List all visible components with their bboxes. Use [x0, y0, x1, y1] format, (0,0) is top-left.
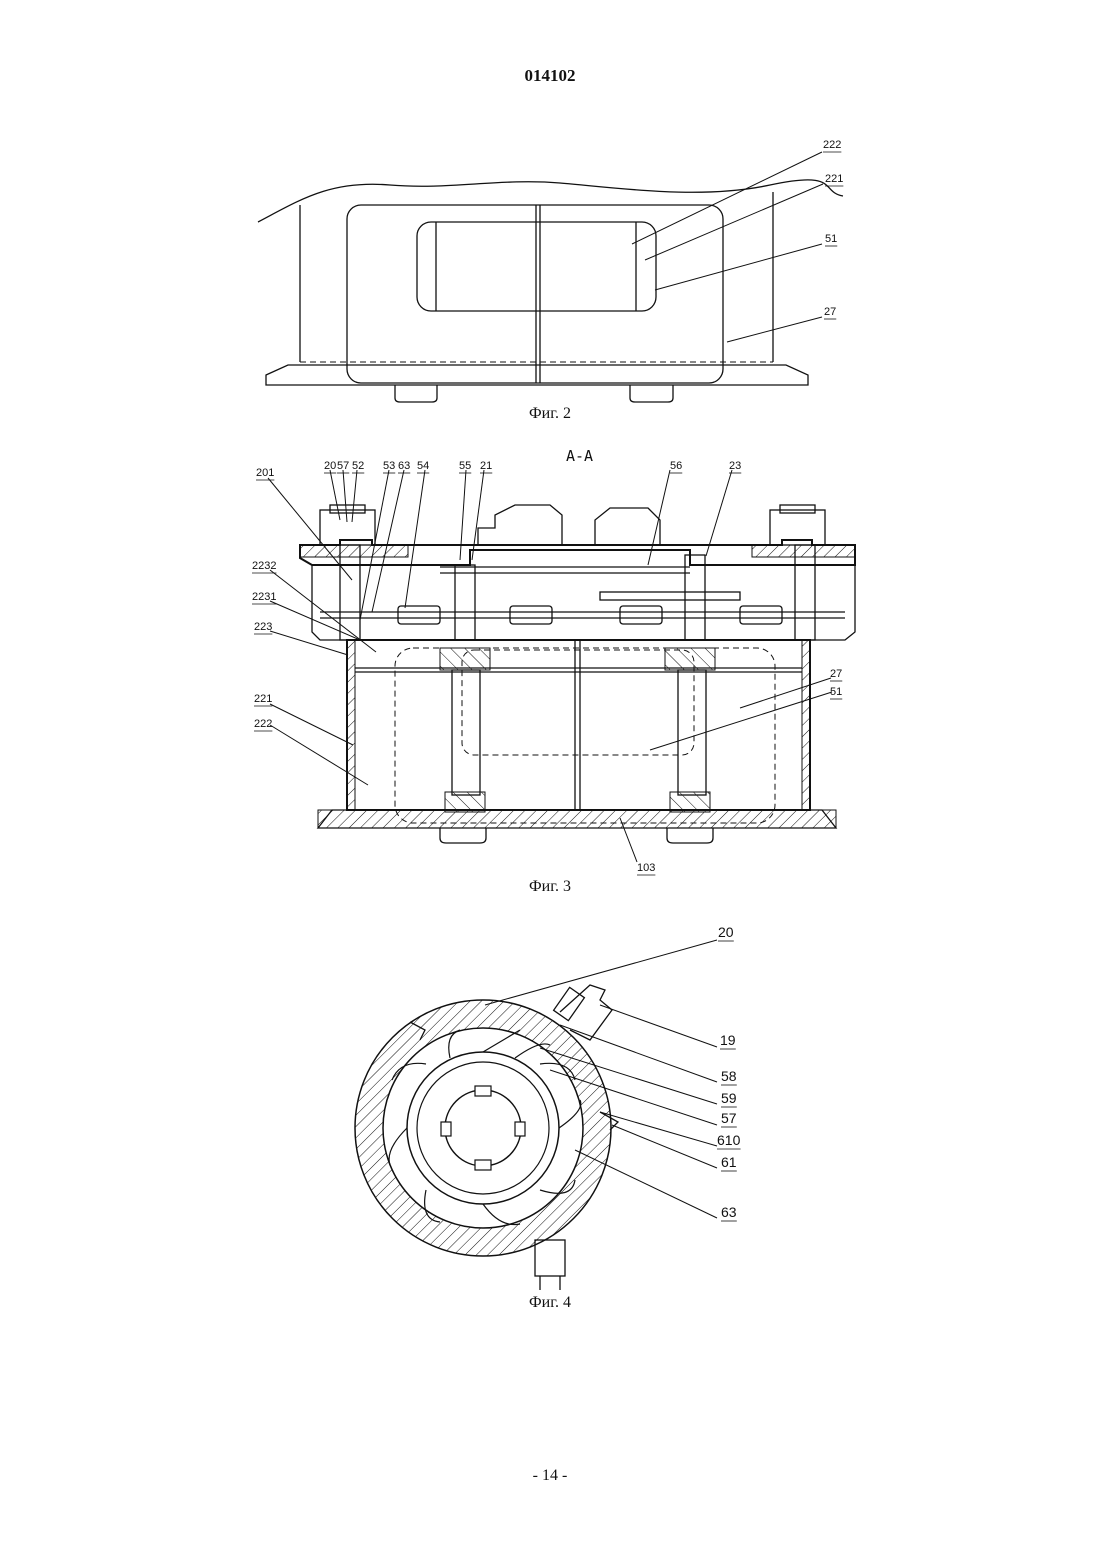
- label: 221: [254, 693, 272, 705]
- label: 21: [480, 460, 492, 472]
- label: 56: [670, 460, 682, 472]
- label: 53: [383, 460, 395, 472]
- page-number: - 14 -: [0, 1467, 1100, 1485]
- label: 103: [637, 862, 655, 874]
- figure-3-caption: Фиг. 3: [0, 878, 1100, 896]
- label: 63: [721, 1204, 737, 1220]
- label: 2232: [252, 560, 276, 572]
- label: 20: [718, 924, 734, 940]
- label: 55: [459, 460, 471, 472]
- label: 57: [721, 1110, 737, 1126]
- label: 58: [721, 1068, 737, 1084]
- figure-2-caption: Фиг. 2: [0, 405, 1100, 423]
- label: 59: [721, 1090, 737, 1106]
- label: 27: [830, 668, 842, 680]
- label: 61: [721, 1154, 737, 1170]
- label: 223: [254, 621, 272, 633]
- label: 19: [720, 1032, 736, 1048]
- label: 51: [830, 686, 842, 698]
- label: 27: [824, 306, 836, 318]
- label: 54: [417, 460, 429, 472]
- label: 222: [823, 139, 841, 151]
- figure-3-drawing: [300, 505, 855, 843]
- figure-4-caption: Фиг. 4: [0, 1294, 1100, 1312]
- label: 57: [337, 460, 349, 472]
- label: 2231: [252, 591, 276, 603]
- figure-2-labels: 222 221 51 27: [823, 139, 843, 319]
- label: 221: [825, 173, 843, 185]
- figure-4-drawing: [355, 985, 618, 1290]
- label: 52: [352, 460, 364, 472]
- label: 23: [729, 460, 741, 472]
- section-label: A-A: [566, 447, 593, 465]
- label: 222: [254, 718, 272, 730]
- label: 610: [717, 1132, 741, 1148]
- label: 51: [825, 233, 837, 245]
- figure-4-labels: 20 19 58 59 57 610 61 63: [717, 924, 741, 1221]
- label: 201: [256, 467, 274, 479]
- label: 20: [324, 460, 336, 472]
- label: 63: [398, 460, 410, 472]
